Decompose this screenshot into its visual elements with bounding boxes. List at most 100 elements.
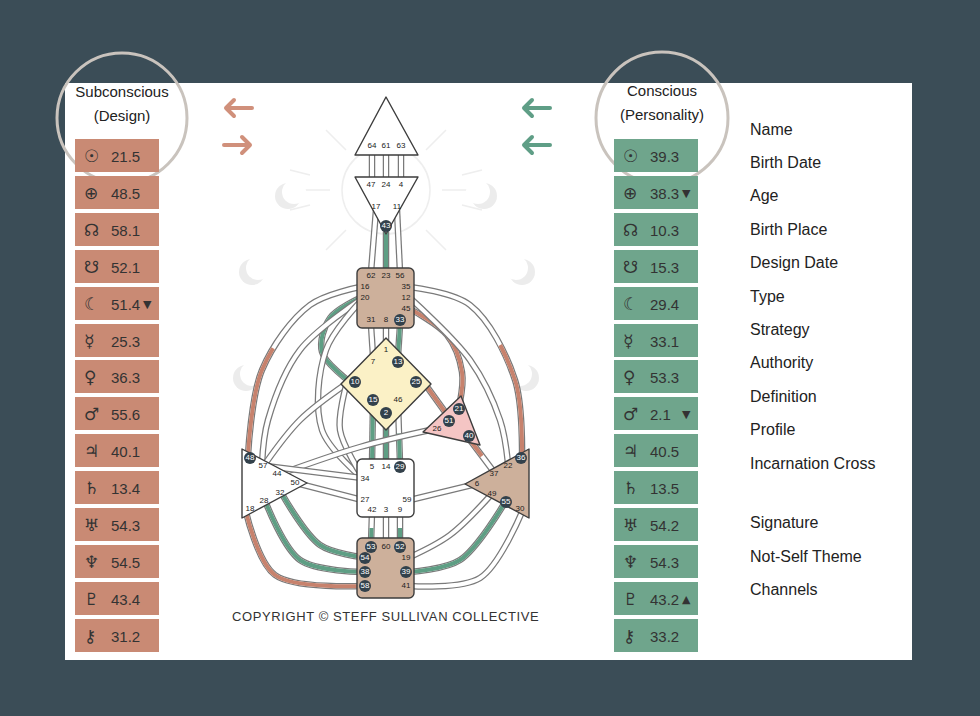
gate-number: 31 <box>367 316 376 324</box>
personality-arrows <box>524 100 550 153</box>
field-label: Birth Date <box>750 154 821 172</box>
planet-symbol: ♆ <box>623 552 638 572</box>
planet-symbol: ♃ <box>84 441 99 461</box>
channel <box>371 210 376 272</box>
planet-cell: ♅54.2 <box>614 508 698 541</box>
gate-line-number: 40.1 <box>111 442 140 459</box>
gate-number: 22 <box>504 462 513 470</box>
gate-number: 8 <box>384 316 388 324</box>
active-gate-dot <box>367 394 379 406</box>
gate-number: 6 <box>475 480 479 488</box>
active-gate-dot <box>394 461 406 473</box>
planet-symbol: ♇ <box>84 589 99 609</box>
gate-number: 45 <box>402 305 411 313</box>
planet-cell: ⊕38.3▼ <box>614 176 698 209</box>
channel-activation <box>410 504 504 572</box>
planet-cell: ♃40.5 <box>614 434 698 467</box>
field-label: Signature <box>750 514 819 532</box>
channel-fill <box>266 466 362 478</box>
planet-cell: ♅54.3 <box>75 508 159 541</box>
planet-symbol: ☿ <box>623 331 633 351</box>
planet-cell: ☉39.3 <box>614 139 698 172</box>
gate-number: 52 <box>396 543 405 551</box>
gate-number: 50 <box>291 479 300 487</box>
channel-fill <box>410 496 490 557</box>
bodygraph-center: 47244171143 <box>352 174 421 237</box>
circle-outline <box>57 53 187 183</box>
gate-number: 10 <box>351 378 360 386</box>
gate-number: 39 <box>402 568 411 576</box>
channel-outline <box>397 210 400 272</box>
channel-fill <box>371 210 376 272</box>
planet-symbol: ♄ <box>84 478 99 498</box>
gate-number: 1 <box>384 346 388 354</box>
column-heading: Subconscious (Design) <box>67 80 177 128</box>
active-gate-dot <box>394 541 406 553</box>
gate-line-number: 39.3 <box>650 147 679 164</box>
white-panel <box>65 83 912 660</box>
gate-number: 36 <box>517 454 526 462</box>
field-label: Authority <box>750 354 813 372</box>
planet-cell: ⚷33.2 <box>614 619 698 652</box>
channel <box>410 484 476 500</box>
channel-activation <box>410 287 522 455</box>
bodygraph-center: 1713102515462 <box>338 335 434 433</box>
planet-symbol: ☿ <box>84 331 94 351</box>
gate-number: 56 <box>396 272 405 280</box>
planet-cell: ♄13.4 <box>75 471 159 504</box>
planet-cell: ♂ 55.6 <box>75 397 159 430</box>
gate-number: 25 <box>412 378 421 386</box>
gate-line-number: 52.1 <box>111 258 140 275</box>
center-shape <box>355 97 418 155</box>
gate-number: 40 <box>465 432 474 440</box>
center-shape <box>357 459 414 517</box>
channel-fill <box>282 494 362 557</box>
gate-number: 30 <box>516 505 525 513</box>
gate-line-number: 25.3 <box>111 332 140 349</box>
gate-number: 28 <box>260 497 269 505</box>
gate-number: 38 <box>361 568 370 576</box>
sun-rays <box>290 130 482 250</box>
center-shape <box>357 268 414 328</box>
planet-symbol: ♇ <box>623 589 638 609</box>
planet-symbol: ♂ <box>623 404 638 424</box>
channel <box>410 287 522 455</box>
gate-line-number: 2.1 <box>650 405 671 422</box>
field-label: Design Date <box>750 254 838 272</box>
channel <box>410 496 490 557</box>
column-heading: Conscious (Personality) <box>606 79 718 127</box>
active-gate-dot <box>410 376 422 388</box>
gate-number: 34 <box>361 475 370 483</box>
gate-number: 42 <box>368 506 377 514</box>
gate-number: 18 <box>246 505 255 513</box>
active-gate-dot <box>453 403 465 415</box>
gate-line-number: 54.3 <box>111 516 140 533</box>
gate-number: 64 <box>368 142 377 150</box>
channel-outline <box>410 496 490 557</box>
channel <box>397 210 400 272</box>
gate-number: 20 <box>361 294 370 302</box>
center-shape <box>242 449 307 518</box>
gate-line-number: 10.3 <box>650 221 679 238</box>
gate-line-number: 33.1 <box>650 332 679 349</box>
planet-symbol: ♀ <box>84 367 96 387</box>
field-label: Channels <box>750 581 818 599</box>
active-gate-dot <box>392 356 404 368</box>
active-gate-dot <box>380 220 392 232</box>
active-gate-dot <box>380 407 392 419</box>
gate-line-number: 55.6 <box>111 405 140 422</box>
gate-number: 24 <box>382 181 391 189</box>
planet-symbol: ♂ <box>84 404 99 424</box>
planet-symbol: ♃ <box>623 441 638 461</box>
gate-line-number: 43.2 <box>650 590 679 607</box>
active-gate-dot <box>515 452 527 464</box>
channel <box>282 494 362 557</box>
gate-line-number: 31.2 <box>111 627 140 644</box>
channel-activation <box>470 440 494 472</box>
channel-outline <box>300 484 362 500</box>
planet-cell: ⊕48.5 <box>75 176 159 209</box>
planet-cell: ☿ 25.3 <box>75 324 159 357</box>
planet-symbol: ⚷ <box>623 626 635 646</box>
bodygraph-center: 48574450322818 <box>239 446 310 521</box>
